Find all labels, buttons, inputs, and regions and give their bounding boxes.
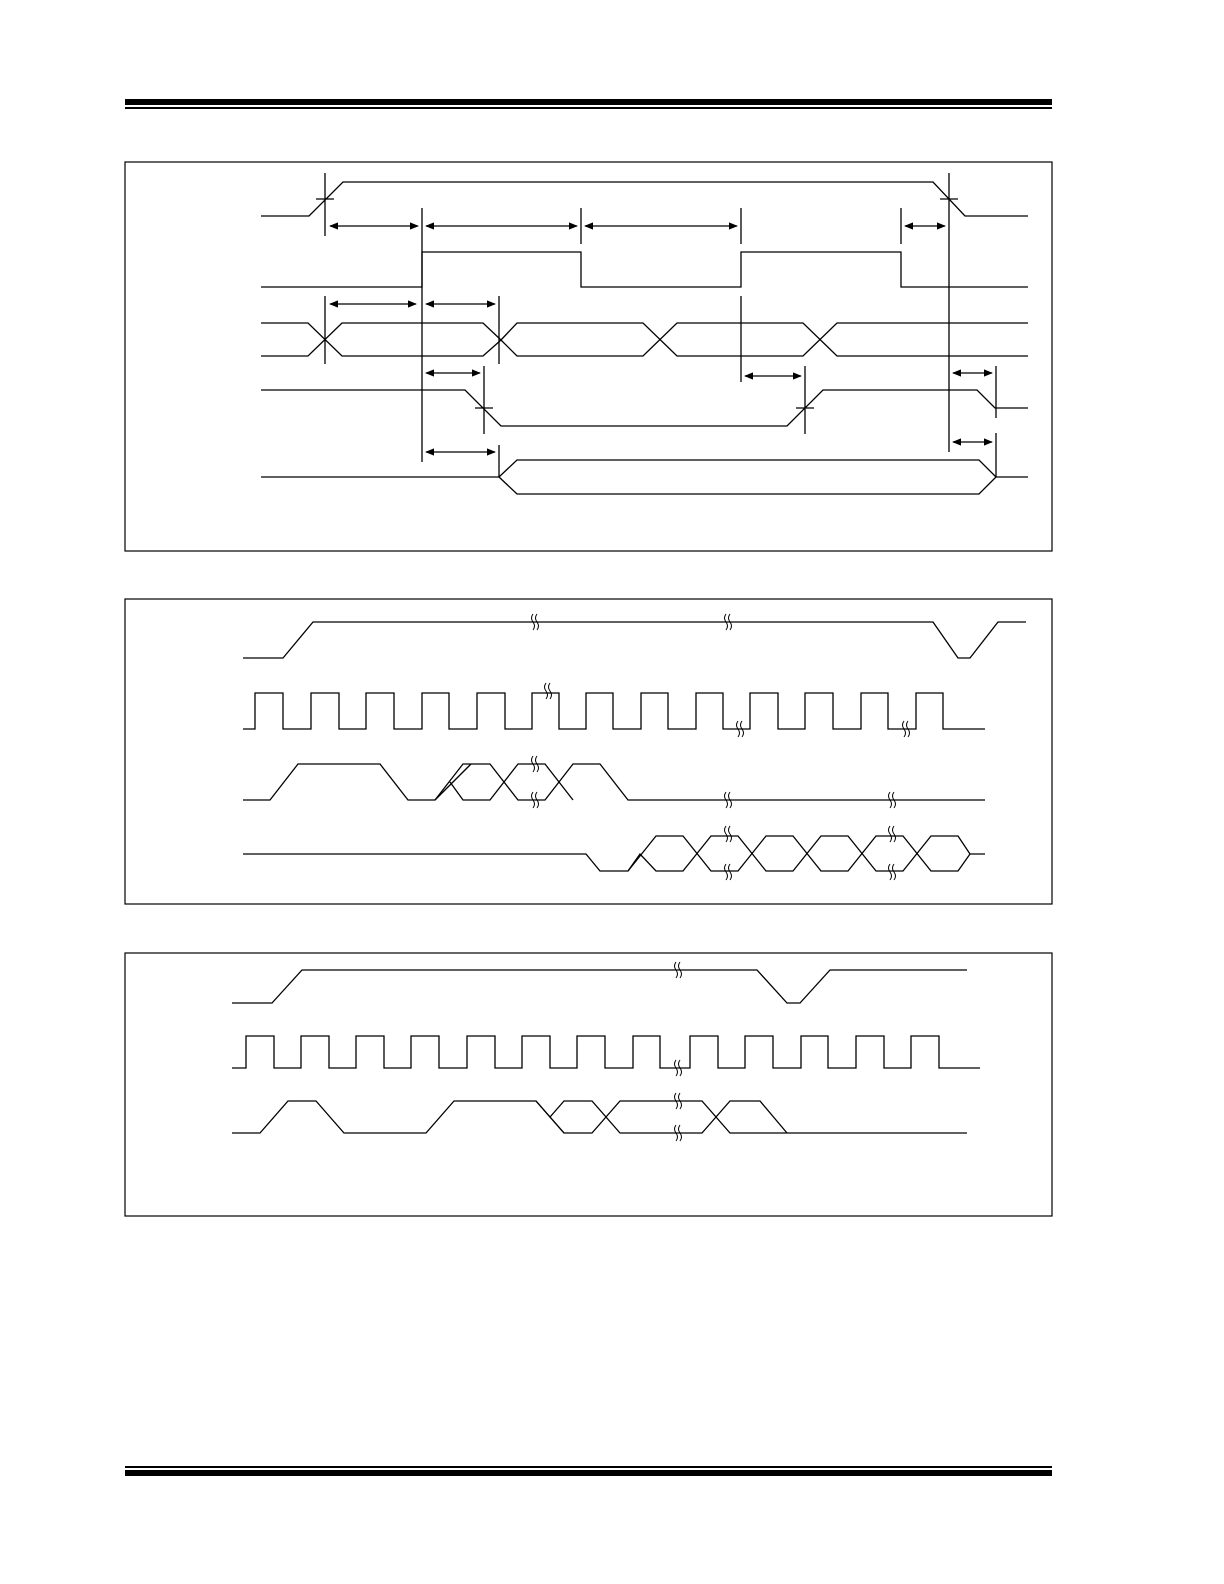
si-waveform-3 [232,1100,967,1134]
header-rule-thick [125,99,1052,105]
si-bus-upper [261,322,1028,357]
footer-rule-thin [125,1466,1052,1468]
footer-rule-thick [125,1470,1052,1476]
hold-waveform [261,389,1028,427]
timing-diagram-1 [124,161,1053,552]
figure-1-frame [124,161,1053,552]
so-output-lower [498,476,997,495]
so-waveform-2-lower [627,835,971,872]
si-bus-lower [261,322,1028,357]
si-waveform-2 [243,763,985,801]
cs-waveform [261,181,1028,217]
timing-diagram-3 [124,952,1053,1217]
figure-3-frame [124,952,1053,1217]
so-waveform-2-upper [243,835,985,872]
break-mark [724,613,732,631]
header-rule-thin [125,107,1052,109]
figure-2-frame [124,598,1053,905]
sck-waveform-2 [243,692,985,730]
break-mark [531,613,539,631]
sck-waveform-3 [232,1035,980,1069]
sck-waveform [261,251,1028,288]
cs-waveform-3 [232,969,967,1004]
so-output-upper [261,459,1028,478]
timing-diagram-2 [124,598,1053,905]
cs-waveform-2 [243,621,1026,659]
